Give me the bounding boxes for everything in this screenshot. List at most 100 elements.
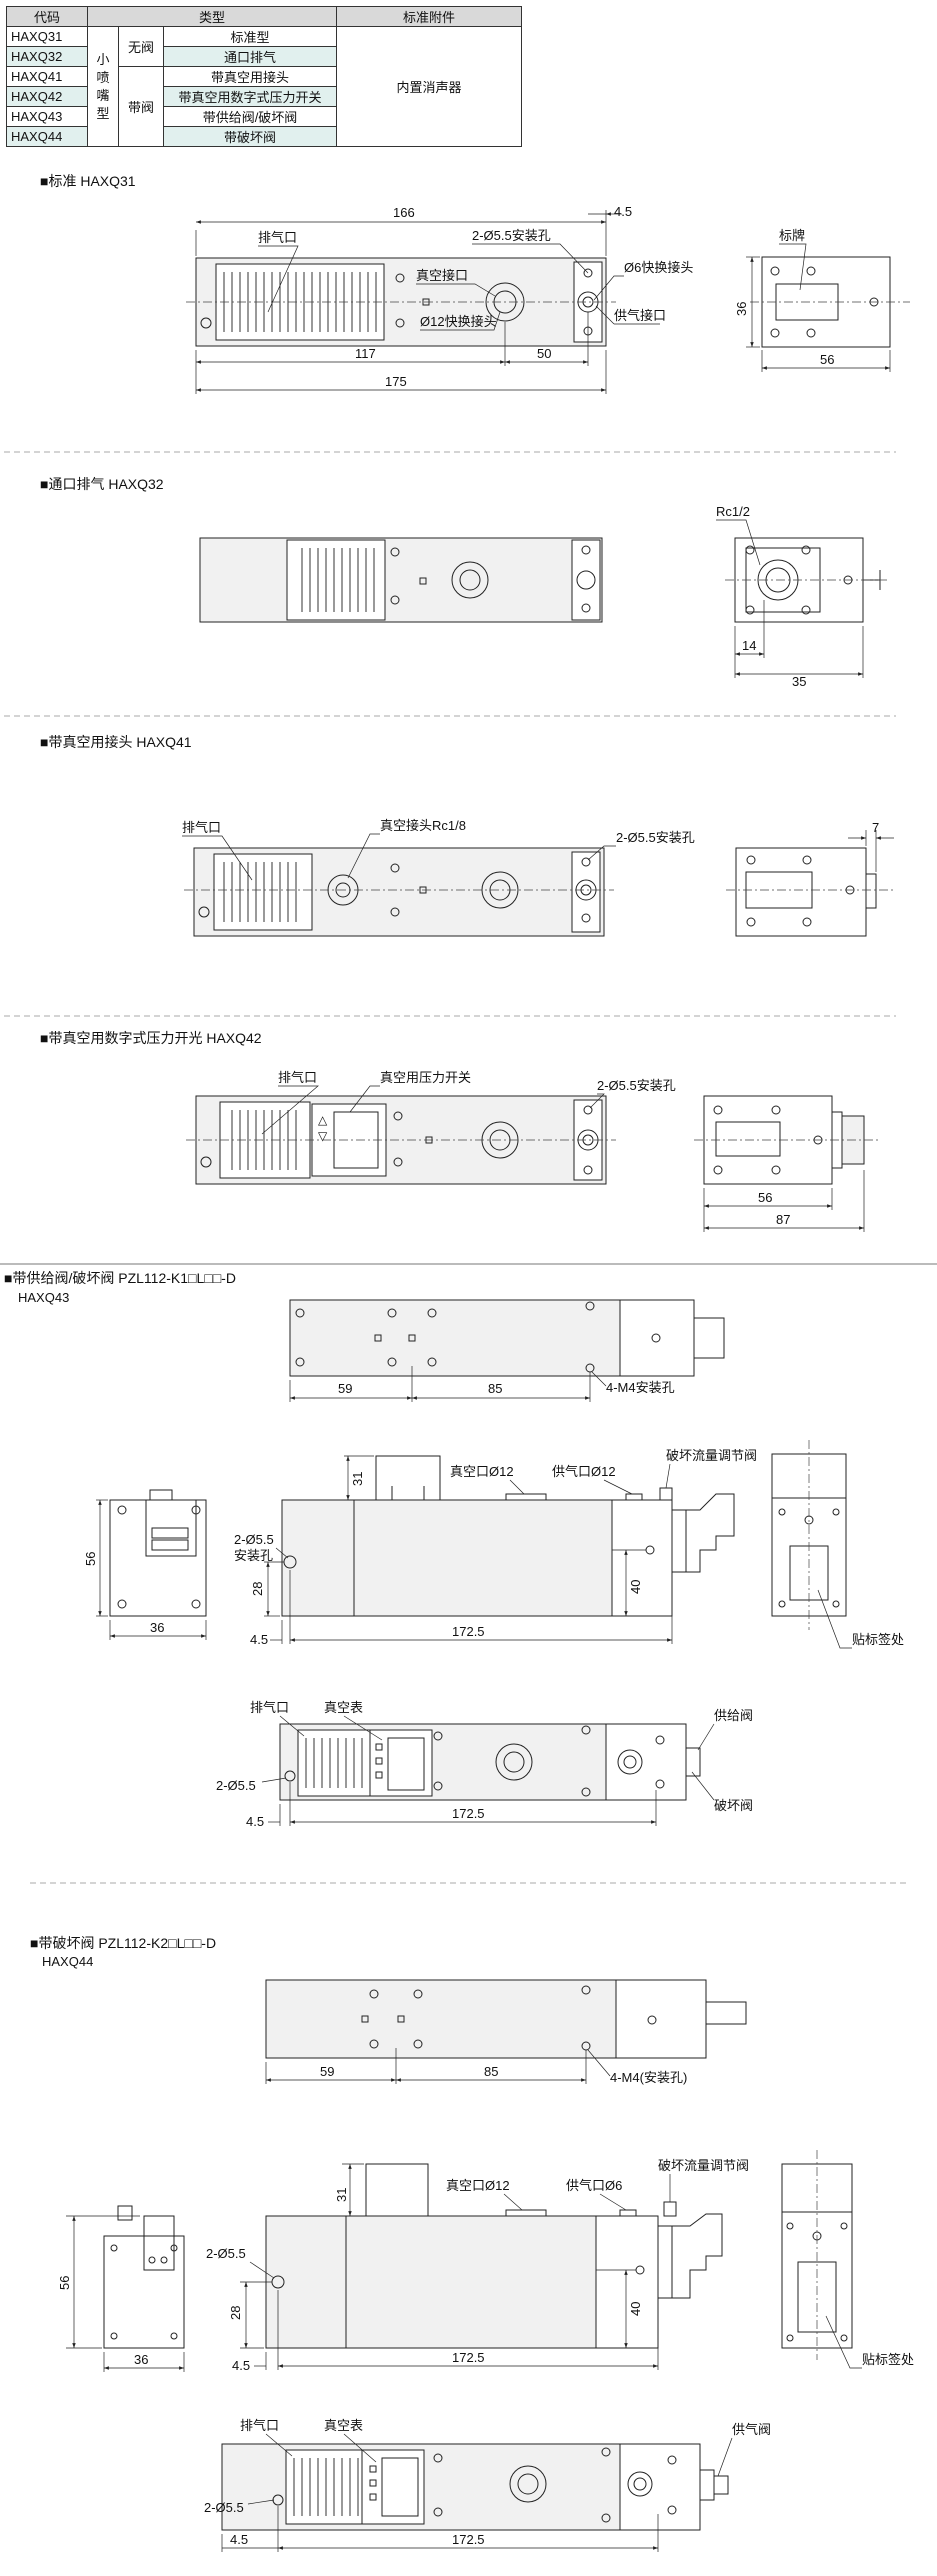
label-exhaust: 排气口 [258,230,297,245]
end-view [109,1499,207,1617]
label-exhaust: 排气口 [240,2418,279,2433]
label-m4-holes: 4-M4安装孔 [606,1380,675,1395]
dim-28: 28 [250,1582,265,1596]
dim-85: 85 [484,2064,498,2079]
with-valve-cell: 带阀 [118,66,164,147]
dim-175: 175 [385,374,407,389]
label-mount-holes: 2-Ø5.5安装孔 [472,228,551,243]
svg-text:▽: ▽ [318,1129,328,1143]
front-view-body [265,2215,597,2349]
exhaust-grille [305,1738,371,1788]
label-pressure-switch: 真空用压力开关 [380,1070,471,1085]
label-fitting-6: Ø6快换接头 [624,260,693,275]
dim-166: 166 [393,205,415,220]
label-mount-holes: 2-Ø5.5安装孔 [616,830,695,845]
code-cell: HAXQ32 [6,46,88,67]
side-view [735,847,867,937]
type-cell: 标准型 [163,26,337,47]
label-supply-valve: 供气阀 [732,2422,771,2437]
side-view [734,537,864,623]
group-nozzle-text: 小喷嘴型 [96,51,110,121]
section-subtitle: HAXQ44 [42,1954,93,1969]
dim-56: 56 [820,352,834,367]
type-cell: 带真空用接头 [163,66,337,87]
section-title: ■带破坏阀 PZL112-K2□L□□-D [30,1935,216,1951]
label-supply-valve: 供给阀 [714,1708,753,1723]
exhaust-grille [293,2458,359,2516]
dim-36: 36 [150,1620,164,1635]
ejector-body [199,537,603,623]
label-m4-holes: 4-M4(安装孔) [610,2070,687,2085]
label-vacuum-port: 真空口Ø12 [450,1464,514,1479]
label-gauge: 真空表 [324,1700,363,1715]
screw [395,318,405,328]
dim-14: 14 [742,638,756,653]
label-mount-b: 安装孔 [234,1548,273,1563]
dim-117: 117 [355,346,376,361]
dim-172-5: 172.5 [452,1806,485,1821]
dim-7: 7 [872,820,879,835]
label-supply-port: 供气口Ø6 [566,2178,622,2193]
type-cell: 带破坏阀 [163,126,337,147]
dim-172-5: 172.5 [452,1624,485,1639]
col-header-code: 代码 [6,6,88,27]
label-gauge: 真空表 [324,2418,363,2433]
label-break-valve: 破坏阀 [714,1798,753,1813]
label-nameplate: 标牌 [779,228,805,243]
section-title: ■带真空用数字式压力开光 HAXQ42 [40,1030,262,1046]
spec-table: 代码 类型 标准附件 HAXQ31 小喷嘴型 无阀 标准型 内置消声器 HAXQ… [6,6,522,147]
label-supply-port: 供气接口 [614,308,666,323]
code-cell: HAXQ44 [6,126,88,147]
dim-59: 59 [338,1381,352,1396]
screw [395,273,405,283]
label-mount-c: 2-Ø5.5 [216,1778,256,1793]
dim-40: 40 [628,1580,643,1594]
vacuum-port-outer [485,282,525,322]
section-title: ■带真空用接头 HAXQ41 [40,734,192,750]
dim-87: 87 [776,1212,790,1227]
section-haxq41: ■带真空用接头 HAXQ41 排气口 真空接头Rc1/8 2-Ø5.5安装孔 [40,734,896,937]
dim-4-5: 4.5 [230,2532,248,2547]
svg-text:△: △ [318,1113,328,1127]
section-haxq44: ■带破坏阀 PZL112-K2□L□□-D HAXQ44 59 85 4-M4(… [30,1935,914,2552]
exhaust-grille [301,548,375,612]
label-vacuum-port: 真空口Ø12 [446,2178,510,2193]
group-nozzle-cell: 小喷嘴型 [87,26,119,147]
top-view-body [265,1979,617,2059]
section-title: ■通口排气 HAXQ32 [40,476,164,492]
label-rc: Rc1/2 [716,504,750,519]
exhaust-grille [223,862,297,922]
top-view-body [289,1299,621,1377]
dim-36: 36 [134,2352,148,2367]
label-sticker: 贴标签处 [852,1632,904,1647]
vacuum-gauge [361,2449,425,2525]
dim-172-5: 172.5 [452,2350,485,2365]
label-exhaust: 排气口 [278,1070,317,1085]
label-supply-port: 供气口Ø12 [552,1464,616,1479]
code-cell: HAXQ42 [6,86,88,107]
screw [583,268,593,278]
label-vacuum-fitting: Ø12快换接头 [420,314,497,329]
label-vacuum-fitting: 真空接头Rc1/8 [380,818,466,833]
dim-40: 40 [628,2302,643,2316]
dim-4-5: 4.5 [232,2358,250,2373]
label-mount-holes: 2-Ø5.5安装孔 [597,1078,676,1093]
code-cell: HAXQ43 [6,106,88,127]
col-header-accessory: 标准附件 [336,6,522,27]
section-haxq42: ■带真空用数字式压力开光 HAXQ42 △ ▽ 排气口 真空用压力开关 2-Ø5.… [40,1030,880,1232]
mount-hole [200,317,212,329]
label-exhaust: 排气口 [250,1700,289,1715]
label-sticker: 贴标签处 [862,2352,914,2367]
label-vacuum-port: 真空接口 [416,268,468,283]
dim-50: 50 [537,346,551,361]
dim-85: 85 [488,1381,502,1396]
dim-56: 56 [57,2276,72,2290]
silencer-panel [286,539,386,621]
section-title: ■带供给阀/破坏阀 PZL112-K1□L□□-D [4,1270,236,1286]
section-title: ■标准 HAXQ31 [40,173,136,189]
dim-35: 35 [792,674,806,689]
dim-28: 28 [228,2306,243,2320]
dim-31: 31 [350,1472,365,1486]
label-flow-valve: 破坏流量调节阀 [658,2158,749,2173]
